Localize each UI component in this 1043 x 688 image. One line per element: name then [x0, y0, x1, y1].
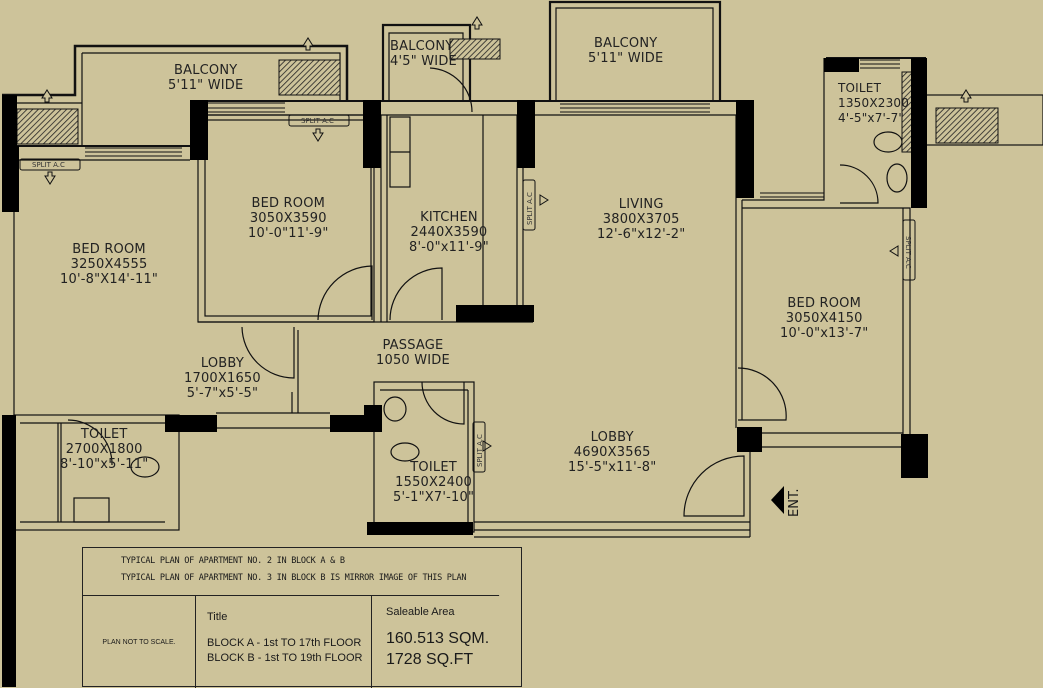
note-line-1: TYPICAL PLAN OF APARTMENT NO. 2 IN BLOCK… [121, 556, 345, 566]
note-line-2: TYPICAL PLAN OF APARTMENT NO. 3 IN BLOCK… [121, 573, 467, 583]
saleable-area-label: Saleable Area [386, 606, 455, 618]
split-ac-label: SPLIT A.C [904, 236, 912, 269]
saleable-area-cell: Saleable Area 160.513 SQM. 1728 SQ.FT [372, 596, 521, 688]
entrance-label: ENT. [787, 488, 802, 517]
split-ac-label: SPLIT A.C [301, 117, 334, 125]
split-ac-label: SPLIT A.C [526, 192, 534, 225]
block-b-floors: BLOCK B - 1st TO 19th FLOOR [207, 652, 363, 664]
block-a-floors: BLOCK A - 1st TO 17th FLOOR [207, 637, 362, 649]
title-block: TYPICAL PLAN OF APARTMENT NO. 2 IN BLOCK… [82, 547, 522, 688]
title-label: Title [207, 611, 228, 623]
scale-note: PLAN NOT TO SCALE. [83, 596, 196, 688]
split-ac-label: SPLIT A.C [32, 161, 65, 169]
area-sqft: 1728 SQ.FT [386, 651, 474, 668]
title-cell: Title BLOCK A - 1st TO 17th FLOOR BLOCK … [196, 596, 372, 688]
area-sqm: 160.513 SQM. [386, 630, 490, 647]
split-ac-label: SPLIT A.C [476, 434, 484, 467]
plan-notes: TYPICAL PLAN OF APARTMENT NO. 2 IN BLOCK… [83, 548, 500, 596]
